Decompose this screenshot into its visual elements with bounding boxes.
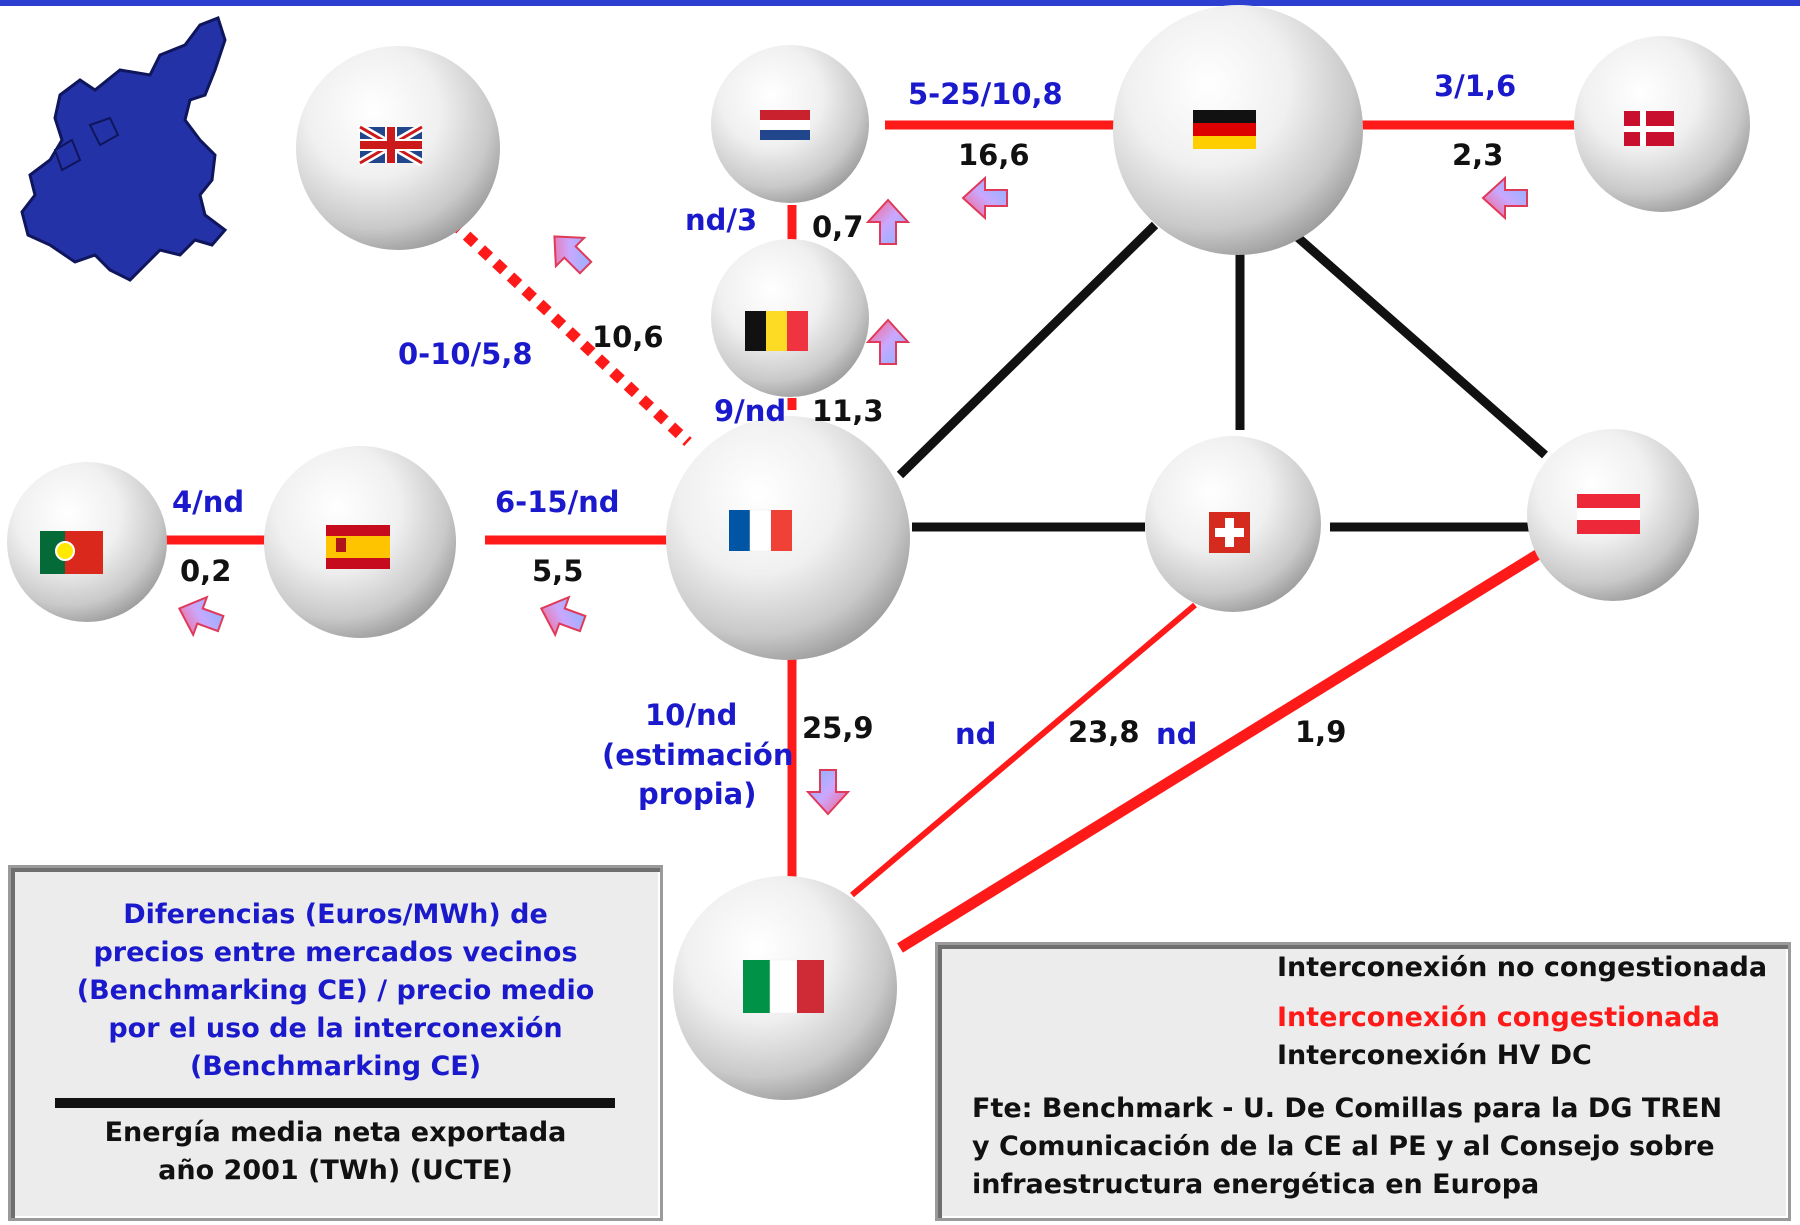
- legend-box: [935, 942, 1791, 1221]
- key-price-line: precios entre mercados vecinos: [93, 937, 578, 968]
- congested-links: [165, 120, 1580, 953]
- link-at-it: [897, 545, 1548, 953]
- label-energy-uk-fr: 10,6: [592, 320, 664, 354]
- flow-arrow-icon: [867, 199, 909, 245]
- key-price-line: por el uso de la interconexión: [108, 1013, 563, 1044]
- label-price-be-fr: 9/nd: [714, 394, 787, 428]
- legend-hvdc-label: Interconexión HV DC: [1277, 1040, 1592, 1071]
- label-price-nl-de: 5-25/10,8: [908, 77, 1063, 111]
- key-price-text: Diferencias (Euros/MWh) de precios entre…: [28, 896, 643, 1086]
- flag-italy: [743, 959, 824, 1014]
- uncongested-links: [896, 221, 1548, 532]
- label-energy-ch-it: 23,8: [1068, 715, 1140, 749]
- legend-uncongested-label: Interconexión no congestionada: [1277, 952, 1768, 983]
- key-energy-text: Energía media neta exportada año 2001 (T…: [28, 1114, 643, 1190]
- flag-belgium: [745, 311, 808, 351]
- label-price-note2-fr-it: propia): [638, 777, 757, 811]
- flow-arrow-icon: [533, 588, 591, 644]
- source-line: infraestructura energética en Europa: [972, 1169, 1540, 1200]
- label-price-pt-es: 4/nd: [172, 485, 245, 519]
- label-energy-de-dk: 2,3: [1452, 138, 1504, 172]
- flag-denmark: [1624, 111, 1674, 146]
- legend-congested-label: Interconexión congestionada: [1277, 1002, 1720, 1033]
- link-ch-it: [850, 602, 1197, 898]
- key-price-line: Diferencias (Euros/MWh) de: [123, 899, 548, 930]
- label-energy-pt-es: 0,2: [180, 554, 232, 588]
- key-price-line: (Benchmarking CE): [189, 1051, 482, 1082]
- link-uk-fr-hvdc: [448, 217, 692, 447]
- label-energy-nl-be: 0,7: [812, 210, 864, 244]
- flow-arrow-icon: [171, 588, 229, 644]
- label-energy-fr-it: 25,9: [802, 711, 874, 745]
- flag-germany: [1193, 110, 1256, 149]
- flag-france: [729, 509, 792, 552]
- flag-uk: [357, 123, 425, 167]
- label-energy-es-fr: 5,5: [532, 554, 584, 588]
- label-price-at-it: nd: [1156, 717, 1198, 751]
- flow-arrow-icon: [539, 221, 601, 283]
- key-energy-line: Energía media neta exportada: [104, 1117, 567, 1148]
- label-energy-be-fr: 11,3: [812, 394, 884, 428]
- label-energy-at-it: 1,9: [1295, 715, 1347, 749]
- flag-spain: [326, 525, 390, 569]
- label-price-es-fr: 6-15/nd: [495, 485, 620, 519]
- top-bar: [0, 0, 1800, 6]
- key-price-line: (Benchmarking CE) / precio medio: [76, 975, 595, 1006]
- label-price-fr-it: 10/nd: [645, 698, 738, 732]
- flag-austria: [1577, 494, 1640, 534]
- europe-map-icon: [20, 16, 228, 282]
- key-box: [8, 865, 663, 1221]
- flow-arrow-icon: [1482, 177, 1528, 219]
- flag-portugal: [40, 531, 103, 574]
- flow-arrow-icon: [807, 769, 849, 815]
- label-price-de-dk: 3/1,6: [1434, 69, 1517, 103]
- label-price-nl-be: nd/3: [685, 203, 758, 237]
- key-energy-line: año 2001 (TWh) (UCTE): [158, 1155, 513, 1186]
- link-fr-de: [896, 221, 1159, 479]
- source-line: Fte: Benchmark - U. De Comillas para la …: [972, 1093, 1723, 1124]
- flag-netherlands: [760, 110, 810, 140]
- label-price-note-fr-it: (estimación: [602, 738, 794, 772]
- label-price-uk-fr: 0-10/5,8: [398, 337, 533, 371]
- link-de-at: [1292, 231, 1548, 459]
- key-divider: [55, 1098, 615, 1108]
- flow-arrow-icon: [867, 319, 909, 365]
- flag-switzerland: [1209, 512, 1250, 553]
- label-price-ch-it: nd: [955, 717, 997, 751]
- flow-arrow-icon: [962, 177, 1008, 219]
- source-note: Fte: Benchmark - U. De Comillas para la …: [972, 1090, 1722, 1204]
- label-energy-nl-de: 16,6: [958, 138, 1030, 172]
- source-line: y Comunicación de la CE al PE y al Conse…: [972, 1131, 1715, 1162]
